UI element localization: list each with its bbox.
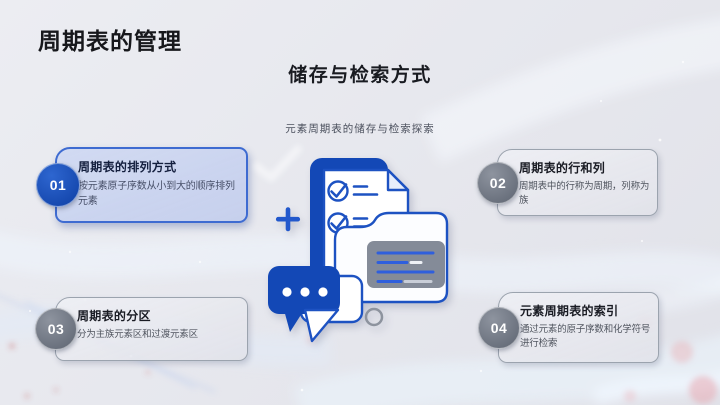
- document-management-illustration: [268, 158, 449, 343]
- step-number-badge: 03: [35, 308, 77, 350]
- card-title: 周期表的分区: [77, 309, 151, 323]
- card-title: 元素周期表的索引: [520, 304, 619, 318]
- step-number: 01: [49, 177, 67, 193]
- step-number-badge: 02: [477, 161, 519, 204]
- step-number-badge: 04: [478, 306, 520, 349]
- step-number: 04: [490, 319, 508, 336]
- page-title: 周期表的管理: [38, 28, 182, 54]
- section-header: 储存与检索方式 元素周期表的储存与检索探索: [180, 60, 540, 136]
- step-number-badge: 01: [36, 163, 80, 207]
- section-heading: 储存与检索方式: [288, 65, 432, 86]
- section-subtitle: 元素周期表的储存与检索探索: [285, 123, 435, 135]
- card-title: 周期表的排列方式: [78, 160, 177, 174]
- card-title: 周期表的行和列: [519, 161, 606, 175]
- card-text: 通过元素的原子序数和化学符号进行检索: [520, 324, 651, 350]
- plus-icon: [275, 207, 301, 232]
- info-card-index: 04 元素周期表的索引 通过元素的原子序数和化学符号进行检索: [478, 292, 659, 363]
- card-text: 按元素原子序数从小到大的顺序排列元素: [78, 181, 235, 207]
- circle-decoration: [364, 307, 384, 327]
- chat-bubble-icon: [268, 266, 364, 343]
- card-text: 分为主族元素区和过渡元素区: [77, 329, 198, 340]
- card-text: 周期表中的行称为周期，列称为族: [519, 181, 650, 207]
- folder-document-icon: [333, 211, 449, 304]
- step-number: 03: [47, 321, 65, 337]
- info-card-arrangement: 01 周期表的排列方式 按元素原子序数从小到大的顺序排列元素: [36, 147, 248, 223]
- step-number: 02: [489, 174, 507, 191]
- info-card-zones: 03 周期表的分区 分为主族元素区和过渡元素区: [35, 297, 248, 361]
- info-card-rows-columns: 02 周期表的行和列 周期表中的行称为周期，列称为族: [477, 149, 658, 216]
